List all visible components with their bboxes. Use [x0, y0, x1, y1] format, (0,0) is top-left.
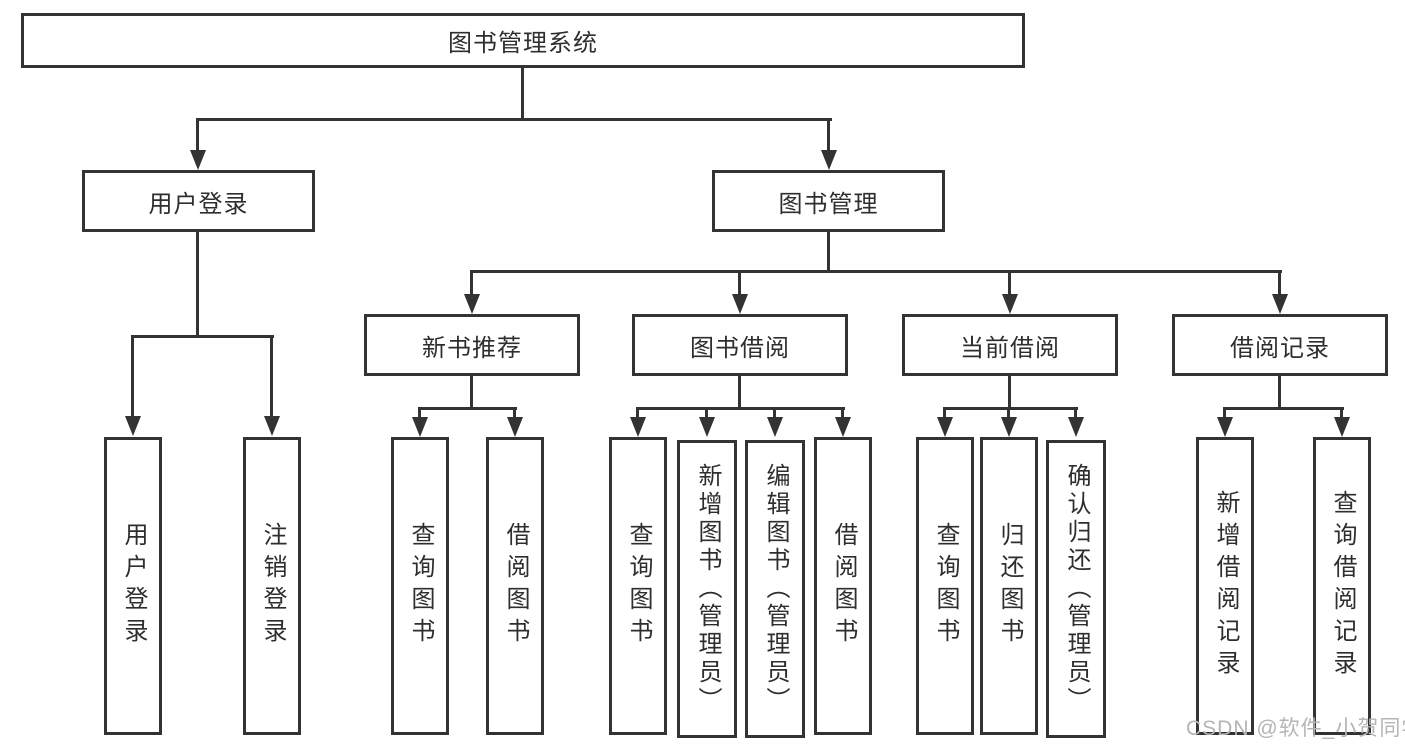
connector-line: [196, 118, 832, 121]
arrow-down-icon: [1272, 294, 1288, 314]
arrow-down-icon: [937, 417, 953, 437]
connector-line: [1007, 407, 1010, 419]
node-label: 用户登录: [148, 190, 249, 218]
leaf-query-books-3: 查询图书: [916, 437, 974, 735]
leaf-borrow-books-2: 借阅图书: [814, 437, 872, 735]
node-user-login: 用户登录: [82, 170, 315, 232]
connector-line: [943, 407, 1078, 410]
leaf-return-books: 归还图书: [980, 437, 1038, 735]
leaf-query-borrow-record: 查询借阅记录: [1313, 437, 1371, 735]
node-library-management-system: 图书管理系统: [21, 13, 1025, 68]
arrow-down-icon: [190, 150, 206, 170]
connector-line: [1223, 407, 1344, 410]
connector-line: [827, 232, 830, 270]
node-borrowing-records: 借阅记录: [1172, 314, 1388, 376]
connector-line: [943, 407, 946, 419]
leaf-borrow-books-1: 借阅图书: [486, 437, 544, 735]
connector-line: [1008, 270, 1011, 295]
connector-line: [1278, 376, 1281, 407]
connector-line: [1074, 407, 1077, 419]
leaf-label: 查询图书: [625, 522, 652, 650]
connector-line: [1008, 376, 1011, 407]
leaf-label: 用户登录: [120, 522, 147, 650]
arrow-down-icon: [464, 294, 480, 314]
leaf-add-borrow-record: 新增借阅记录: [1196, 437, 1254, 735]
leaf-label: 借阅图书: [830, 522, 857, 650]
connector-line: [418, 407, 517, 410]
connector-line: [636, 407, 639, 419]
connector-line: [827, 118, 830, 151]
leaf-label: 注销登录: [259, 522, 286, 650]
leaf-label: 查询图书: [407, 522, 434, 650]
leaf-logout: 注销登录: [243, 437, 301, 735]
leaf-user-login: 用户登录: [104, 437, 162, 735]
node-book-management: 图书管理: [712, 170, 945, 232]
connector-line: [1278, 270, 1281, 295]
connector-line: [418, 407, 421, 419]
arrow-down-icon: [1068, 417, 1084, 437]
leaf-label: 新增借阅记录: [1212, 490, 1239, 682]
node-label: 图书管理: [778, 190, 879, 218]
connector-line: [1340, 407, 1343, 419]
connector-line: [470, 270, 1282, 273]
leaf-label: 新增图书（管理员）: [694, 463, 721, 715]
connector-line: [738, 376, 741, 407]
connector-line: [131, 335, 134, 417]
arrow-down-icon: [1001, 417, 1017, 437]
leaf-label: 查询借阅记录: [1329, 490, 1356, 682]
connector-line: [196, 118, 199, 151]
connector-line: [738, 270, 741, 295]
node-label: 图书管理系统: [448, 30, 598, 57]
connector-line: [841, 407, 844, 419]
connector-line: [521, 68, 524, 118]
arrow-down-icon: [821, 150, 837, 170]
node-label: 借阅记录: [1230, 334, 1330, 362]
arrow-down-icon: [507, 417, 523, 437]
connector-line: [470, 270, 473, 295]
arrow-down-icon: [1334, 417, 1350, 437]
leaf-query-books-2: 查询图书: [609, 437, 667, 735]
node-label: 当前借阅: [960, 334, 1060, 362]
leaf-edit-books-admin: 编辑图书（管理员）: [745, 440, 805, 738]
arrow-down-icon: [699, 417, 715, 437]
arrow-down-icon: [412, 417, 428, 437]
arrow-down-icon: [264, 416, 280, 436]
connector-line: [773, 407, 776, 419]
connector-line: [1223, 407, 1226, 419]
node-new-book-recommendation: 新书推荐: [364, 314, 580, 376]
connector-line: [470, 376, 473, 407]
connector-line: [636, 407, 845, 410]
arrow-down-icon: [835, 417, 851, 437]
node-book-borrowing: 图书借阅: [632, 314, 848, 376]
leaf-query-books-1: 查询图书: [391, 437, 449, 735]
connector-line: [513, 407, 516, 419]
arrow-down-icon: [767, 417, 783, 437]
arrow-down-icon: [125, 416, 141, 436]
leaf-confirm-return-admin: 确认归还（管理员）: [1046, 440, 1106, 738]
leaf-label: 借阅图书: [502, 522, 529, 650]
leaf-add-books-admin: 新增图书（管理员）: [677, 440, 737, 738]
arrow-down-icon: [1002, 294, 1018, 314]
arrow-down-icon: [1217, 417, 1233, 437]
node-label: 图书借阅: [690, 334, 790, 362]
leaf-label: 确认归还（管理员）: [1063, 463, 1090, 715]
connector-line: [270, 335, 273, 417]
arrow-down-icon: [630, 417, 646, 437]
connector-line: [131, 335, 274, 338]
leaf-label: 归还图书: [996, 522, 1023, 650]
leaf-label: 查询图书: [932, 522, 959, 650]
arrow-down-icon: [732, 294, 748, 314]
connector-line: [705, 407, 708, 419]
node-current-borrowing: 当前借阅: [902, 314, 1118, 376]
connector-line: [196, 232, 199, 335]
node-label: 新书推荐: [422, 334, 522, 362]
leaf-label: 编辑图书（管理员）: [762, 463, 789, 715]
csdn-watermark: CSDN @软件_小贺同学: [1186, 717, 1405, 740]
